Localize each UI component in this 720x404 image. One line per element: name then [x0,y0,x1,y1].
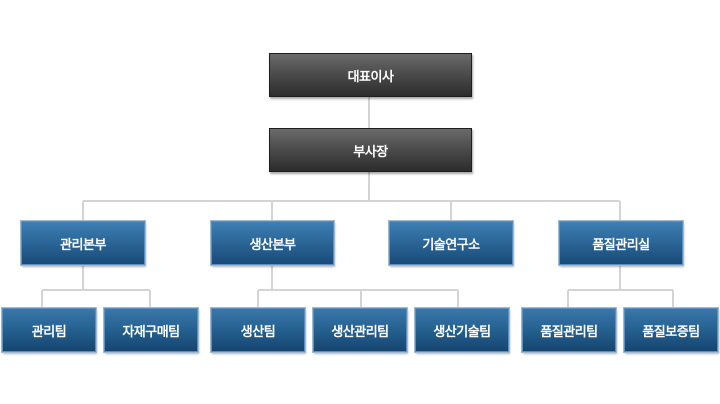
ceo-box: 대표이사 [269,53,472,97]
team-quality-management-box: 품질관리팀 [521,307,617,353]
team-materials-purchasing-box: 자재구매팀 [103,307,199,353]
team-production-technology-box: 생산기술팀 [414,307,510,353]
division-management-box: 관리본부 [20,220,146,266]
team-production-management-box: 생산관리팀 [312,307,408,353]
team-management-box: 관리팀 [1,307,97,353]
vp-box: 부사장 [269,128,472,172]
division-quality-box: 품질관리실 [558,220,684,266]
team-quality-assurance-box: 품질보증팀 [623,307,719,353]
team-production-box: 생산팀 [210,307,306,353]
division-production-box: 생산본부 [210,220,335,266]
division-research-lab-box: 기술연구소 [388,220,514,266]
